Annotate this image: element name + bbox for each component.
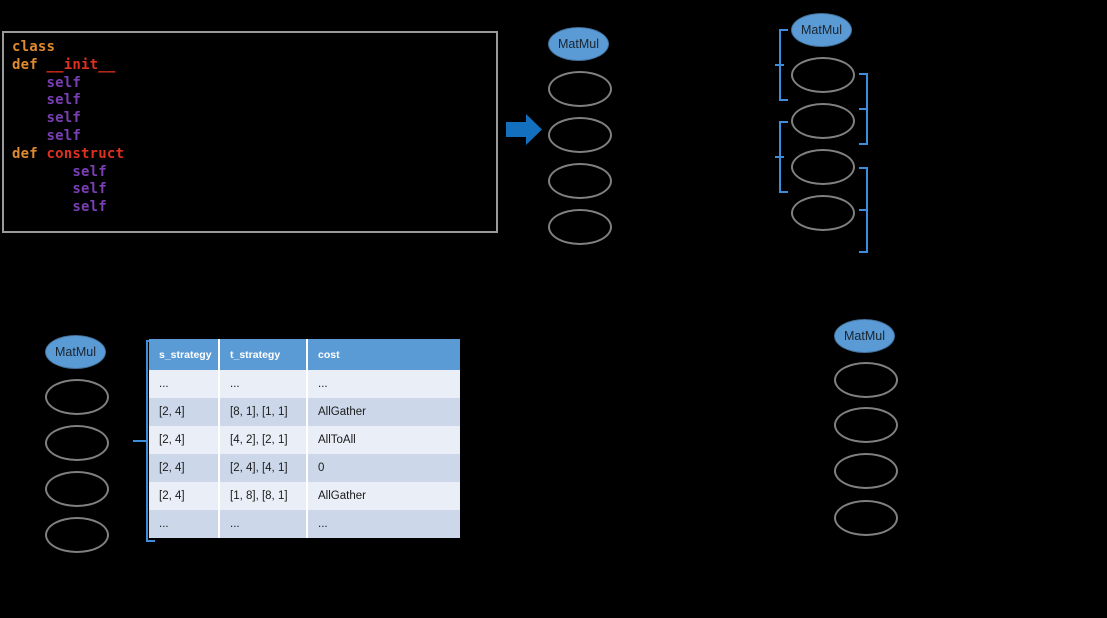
table-cell: 0	[307, 454, 460, 482]
code-line: self	[4, 128, 496, 146]
code-token-keyword: def	[12, 145, 47, 162]
code-line: def __init__	[4, 57, 496, 75]
table-cell: AllGather	[307, 398, 460, 426]
table-row[interactable]: [2, 4][4, 2], [2, 1]AllToAll	[149, 426, 460, 454]
graph-node-empty[interactable]	[834, 500, 898, 536]
table-row[interactable]: [2, 4][8, 1], [1, 1]AllGather	[149, 398, 460, 426]
code-token-self: self	[72, 181, 107, 198]
group-bracket-stub	[859, 108, 868, 110]
code-token-self: self	[46, 110, 82, 127]
code-token-self: self	[72, 163, 107, 180]
table-cell: ...	[149, 370, 220, 398]
table-bracket-stub	[133, 440, 147, 442]
code-line: self	[4, 181, 496, 199]
matmul-node-label: MatMul	[55, 345, 96, 359]
code-line: self	[4, 92, 496, 110]
matmul-node-label: MatMul	[844, 329, 885, 343]
graph-node-empty[interactable]	[791, 195, 855, 231]
table-body: .........[2, 4][8, 1], [1, 1]AllGather[2…	[149, 370, 460, 538]
table-cell: ...	[149, 510, 220, 538]
graph-node-empty[interactable]	[548, 163, 612, 199]
table-cell: ...	[219, 370, 308, 398]
graph-node-empty[interactable]	[834, 407, 898, 443]
bottom-right-graph: MatMul	[834, 319, 909, 539]
graph-node-empty[interactable]	[45, 425, 109, 461]
code-line: self	[4, 75, 496, 93]
column-header-cost[interactable]: cost	[307, 339, 460, 370]
flow-arrow-right-icon	[506, 113, 542, 146]
table-row[interactable]: .........	[149, 370, 460, 398]
code-token-keyword: def	[12, 56, 47, 73]
group-bracket-stub	[775, 64, 784, 66]
bottom-left-graph: MatMul	[45, 335, 120, 555]
graph-node-empty[interactable]	[791, 57, 855, 93]
table-row[interactable]: .........	[149, 510, 460, 538]
table-cell: [2, 4]	[149, 426, 220, 454]
graph-node-empty[interactable]	[548, 117, 612, 153]
column-header-t-strategy[interactable]: t_strategy	[219, 339, 308, 370]
group-bracket-stub	[859, 209, 868, 211]
table-cell: ...	[219, 510, 308, 538]
strategy-cost-table: s_strategy t_strategy cost .........[2, …	[149, 339, 460, 538]
graph-node-empty[interactable]	[791, 103, 855, 139]
matmul-node-bottom-right[interactable]: MatMul	[834, 319, 895, 353]
table-cell: [2, 4]	[149, 482, 220, 510]
table-row[interactable]: [2, 4][2, 4], [4, 1]0	[149, 454, 460, 482]
matmul-node-top-right[interactable]: MatMul	[791, 13, 852, 47]
code-line: self	[4, 164, 496, 182]
table-header-row: s_strategy t_strategy cost	[149, 339, 460, 370]
matmul-node-bottom-left[interactable]: MatMul	[45, 335, 106, 369]
code-line: class	[4, 39, 496, 57]
table-row[interactable]: [2, 4][1, 8], [8, 1]AllGather	[149, 482, 460, 510]
graph-node-empty[interactable]	[834, 362, 898, 398]
code-token-self: self	[46, 74, 82, 91]
table-cell: AllToAll	[307, 426, 460, 454]
code-token-function: construct	[46, 145, 125, 162]
group-bracket-stub	[775, 156, 784, 158]
table-cell: [8, 1], [1, 1]	[219, 398, 308, 426]
table-cell: [4, 2], [2, 1]	[219, 426, 308, 454]
graph-node-empty[interactable]	[834, 453, 898, 489]
matmul-node-label: MatMul	[558, 37, 599, 51]
code-token-function: __init__	[46, 56, 116, 73]
graph-node-empty[interactable]	[45, 379, 109, 415]
code-line: def construct	[4, 146, 496, 164]
code-token-keyword: class	[12, 39, 56, 55]
top-left-graph: MatMul	[548, 27, 623, 247]
code-token-self: self	[46, 92, 82, 109]
graph-node-empty[interactable]	[791, 149, 855, 185]
table-cell: [2, 4], [4, 1]	[219, 454, 308, 482]
matmul-node-label: MatMul	[801, 23, 842, 37]
code-token-self: self	[72, 199, 107, 216]
graph-node-empty[interactable]	[45, 471, 109, 507]
code-line: self	[4, 110, 496, 128]
code-line: self	[4, 199, 496, 217]
table-cell: [2, 4]	[149, 398, 220, 426]
table-cell: ...	[307, 370, 460, 398]
top-right-graph: MatMul	[775, 13, 885, 253]
graph-node-empty[interactable]	[548, 71, 612, 107]
column-header-s-strategy[interactable]: s_strategy	[149, 339, 220, 370]
matmul-node-top-left[interactable]: MatMul	[548, 27, 609, 61]
table-cell: ...	[307, 510, 460, 538]
table-cell: [1, 8], [8, 1]	[219, 482, 308, 510]
table-cell: [2, 4]	[149, 454, 220, 482]
graph-node-empty[interactable]	[548, 209, 612, 245]
graph-node-empty[interactable]	[45, 517, 109, 553]
table-cell: AllGather	[307, 482, 460, 510]
code-token-self: self	[46, 127, 82, 144]
